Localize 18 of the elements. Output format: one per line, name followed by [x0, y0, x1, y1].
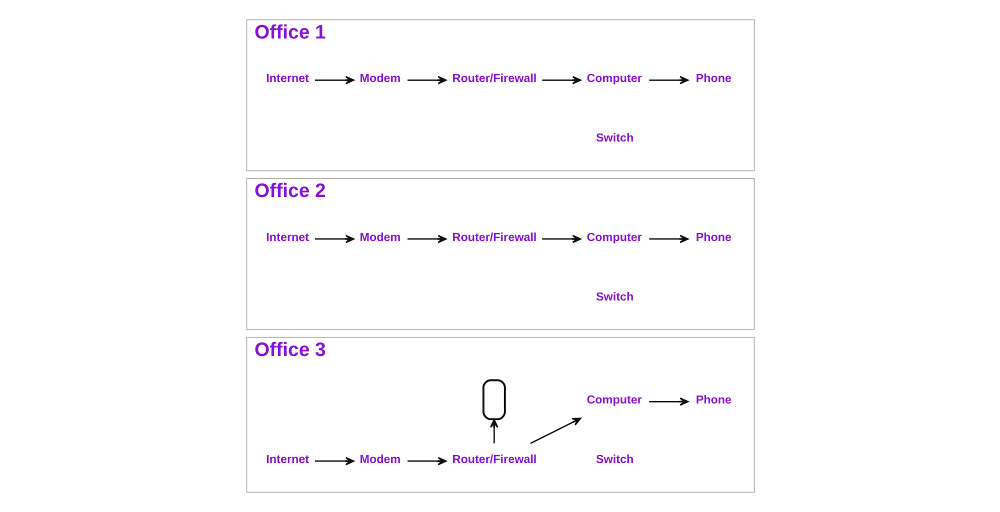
- node-text: Router/Firewall: [452, 72, 536, 86]
- node-text: Switch: [595, 290, 634, 304]
- node-text: Switch: [595, 453, 634, 466]
- node-text: Router/Firewall: [452, 230, 536, 244]
- node-text: Internet: [266, 453, 309, 466]
- node-text: Phone: [695, 72, 732, 86]
- node-text: Internet: [266, 230, 309, 244]
- node-text: Computer: [586, 394, 642, 407]
- node-text: Switch: [595, 132, 634, 145]
- node-text: Phone: [695, 394, 732, 407]
- node-text: Modem: [359, 453, 400, 466]
- node-text: Internet: [266, 72, 309, 86]
- node-text: Modem: [359, 230, 400, 244]
- node-text: Router/Firewall: [452, 453, 536, 466]
- node-text: Computer: [586, 72, 642, 86]
- node-text: Modem: [359, 72, 400, 86]
- node-text: Computer: [586, 230, 642, 244]
- node-text: Phone: [695, 230, 732, 244]
